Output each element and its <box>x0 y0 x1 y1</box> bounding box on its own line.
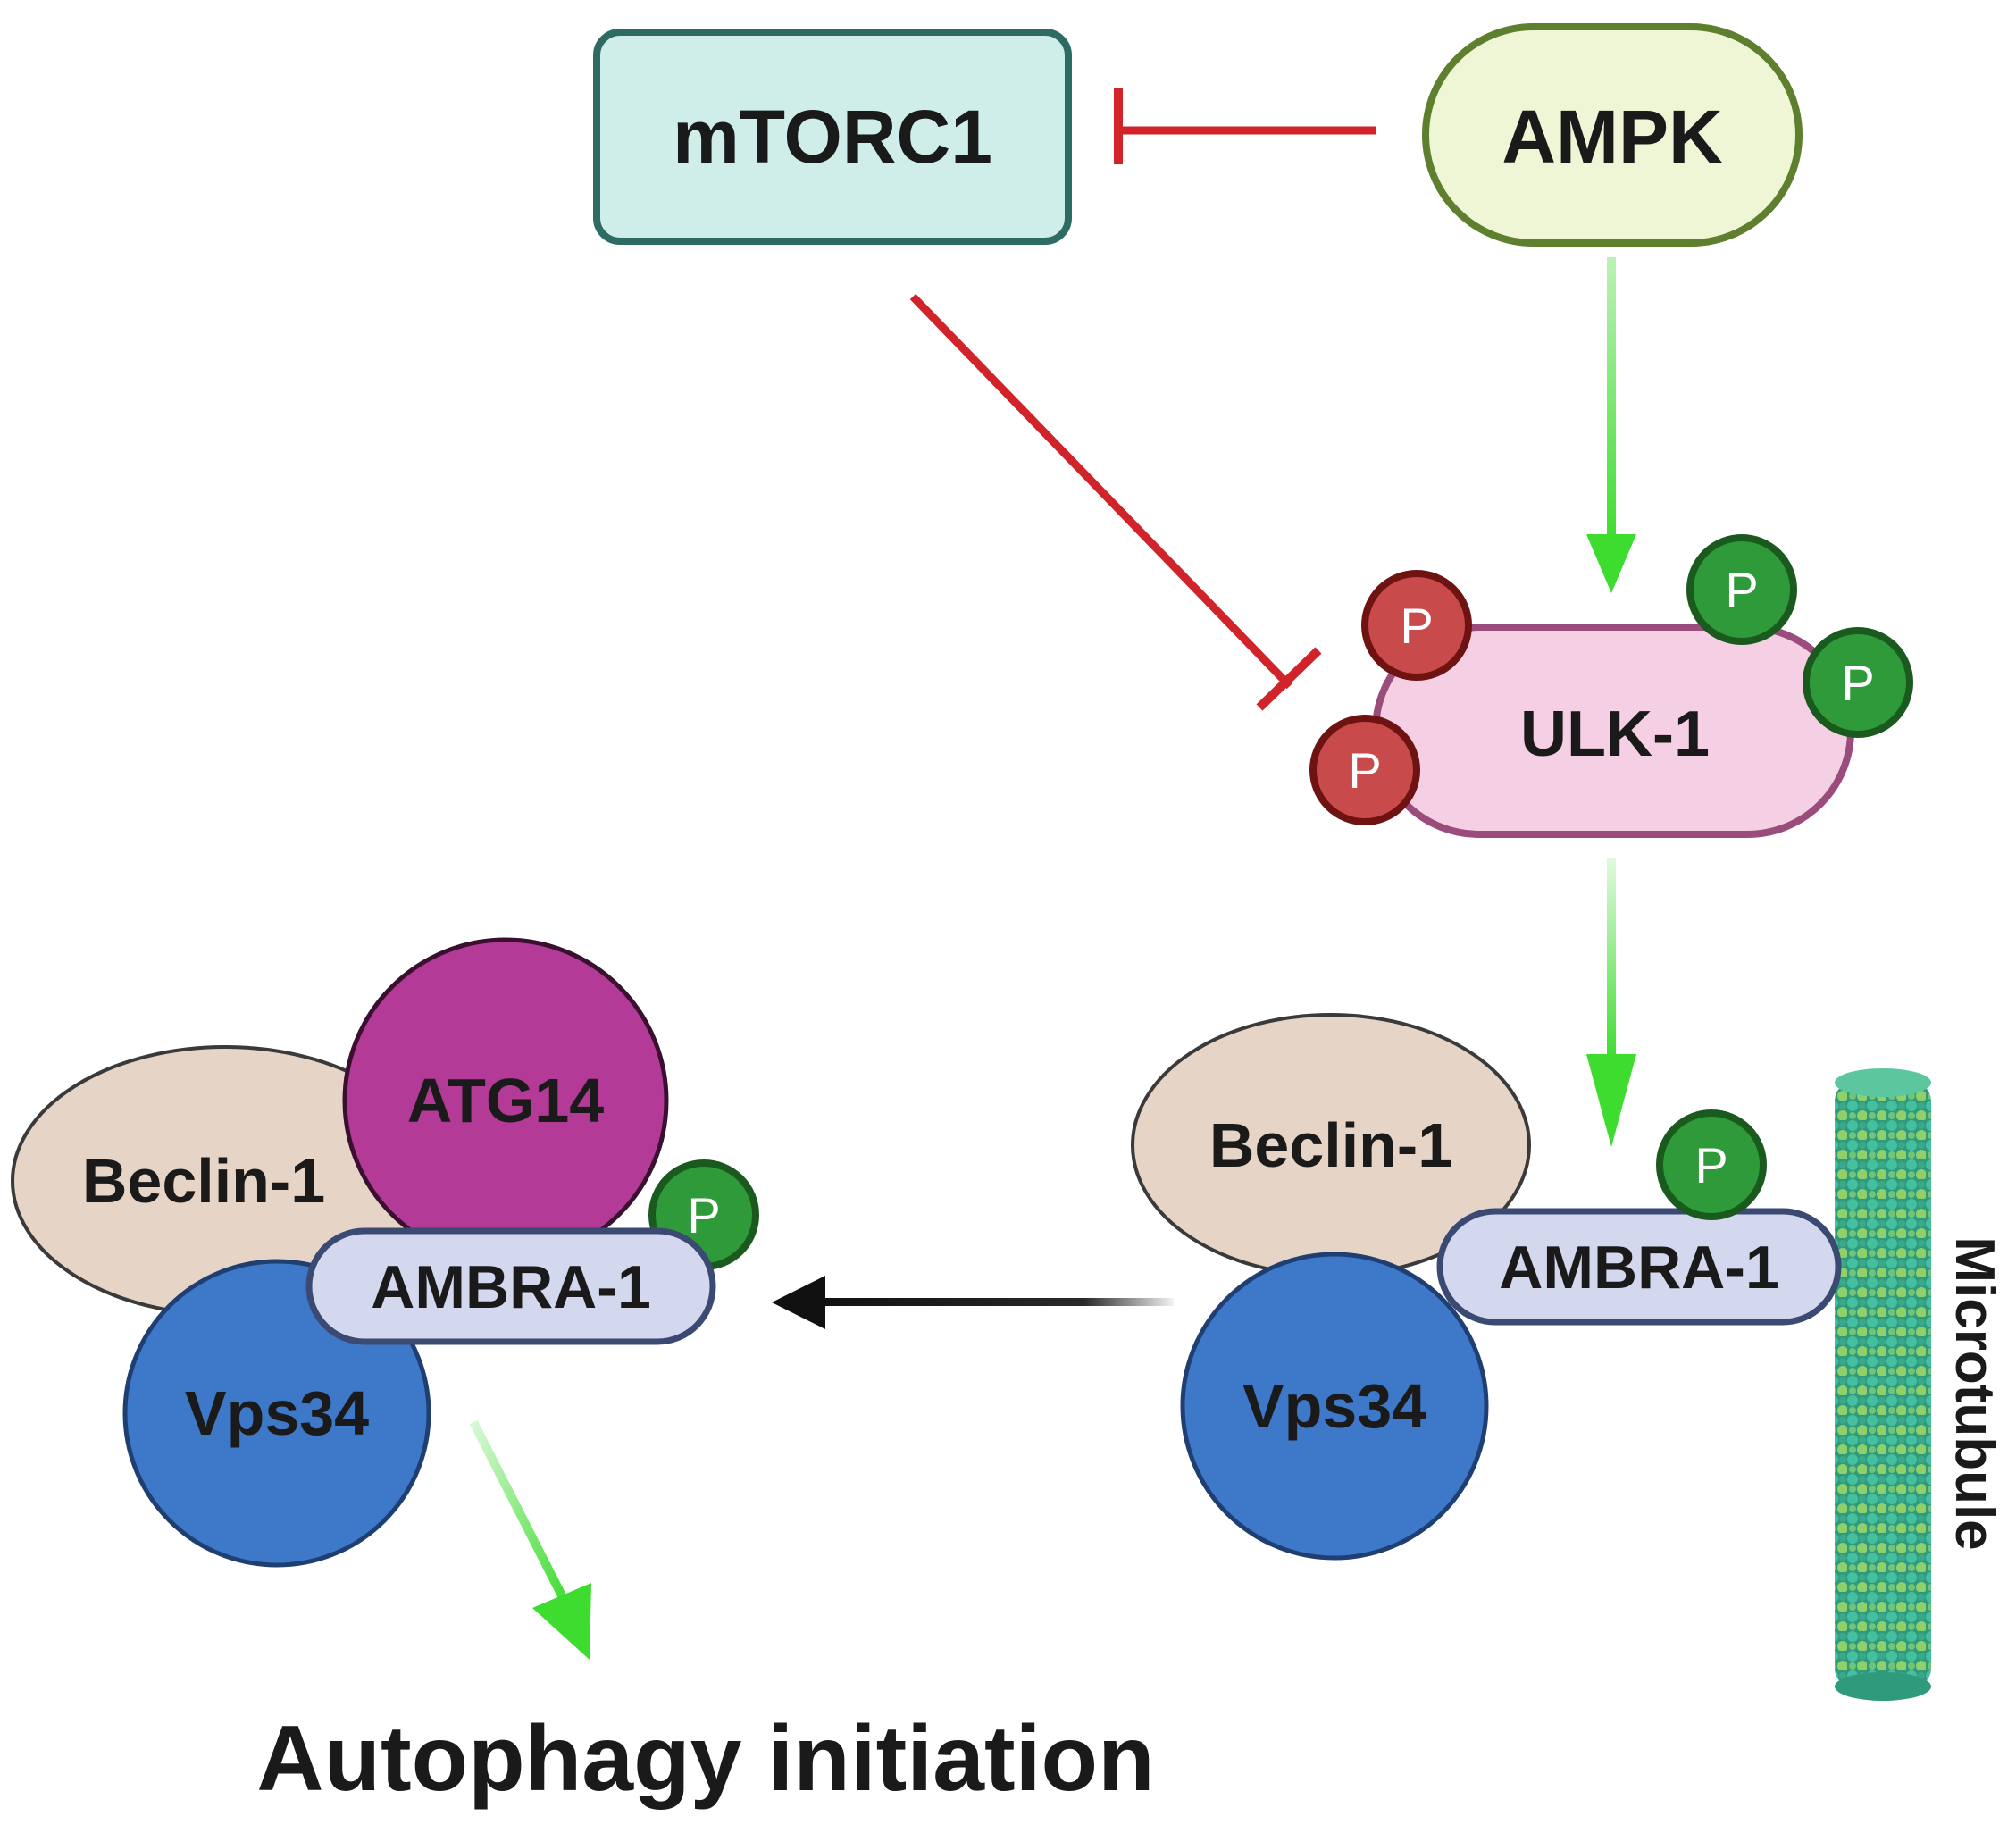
svg-text:Vps34: Vps34 <box>1242 1371 1426 1441</box>
mtorc1-node: mTORC1 <box>593 29 1072 245</box>
right-complex: Beclin-1 Vps34 AMBRA-1 P <box>1131 1013 1842 1561</box>
svg-text:P: P <box>1400 598 1433 654</box>
phosphate-red-1: P <box>1361 570 1472 681</box>
ulk1-label: ULK-1 <box>1520 699 1710 770</box>
microtubule: Microtubule <box>1835 1068 2005 1701</box>
ampk-label: AMPK <box>1502 95 1722 179</box>
svg-text:P: P <box>1694 1137 1727 1193</box>
right-vps34: Vps34 <box>1180 1252 1489 1561</box>
svg-text:ATG14: ATG14 <box>407 1066 604 1135</box>
ampk-node: AMPK <box>1422 23 1803 247</box>
mtorc1-label: mTORC1 <box>673 95 992 179</box>
svg-text:P: P <box>1841 655 1874 711</box>
svg-text:Beclin-1: Beclin-1 <box>82 1146 325 1216</box>
activation-complex-autophagy <box>469 1419 591 1660</box>
svg-text:Beclin-1: Beclin-1 <box>1209 1110 1452 1180</box>
svg-text:P: P <box>1725 562 1758 618</box>
inhibition-ampk-mtorc1 <box>1114 88 1376 164</box>
svg-text:AMBRA-1: AMBRA-1 <box>371 1253 651 1321</box>
svg-text:Vps34: Vps34 <box>185 1378 369 1448</box>
phosphate-green-2: P <box>1803 627 1913 738</box>
translocation-arrow <box>772 1276 1174 1329</box>
microtubule-label: Microtubule <box>1944 1236 2005 1550</box>
inhibition-mtorc1-ulk1 <box>909 293 1322 711</box>
left-complex: Beclin-1 Vps34 ATG14 P AMBRA-1 <box>11 937 759 1568</box>
outcome-label: Autophagy initiation <box>256 1707 1154 1811</box>
left-ambra1: AMBRA-1 <box>305 1227 716 1345</box>
phosphate-red-2: P <box>1309 715 1420 825</box>
right-ambra1: AMBRA-1 <box>1436 1208 1842 1326</box>
svg-text:AMBRA-1: AMBRA-1 <box>1499 1234 1779 1302</box>
left-atg14: ATG14 <box>342 937 669 1264</box>
right-phosphate: P <box>1656 1109 1767 1220</box>
activation-ulk1-ambra1 <box>1586 858 1636 1147</box>
right-beclin1: Beclin-1 <box>1131 1013 1531 1277</box>
svg-text:P: P <box>1348 742 1381 799</box>
activation-ampk-ulk1 <box>1586 257 1636 593</box>
svg-text:P: P <box>687 1187 720 1243</box>
phosphate-green-1: P <box>1686 534 1797 645</box>
